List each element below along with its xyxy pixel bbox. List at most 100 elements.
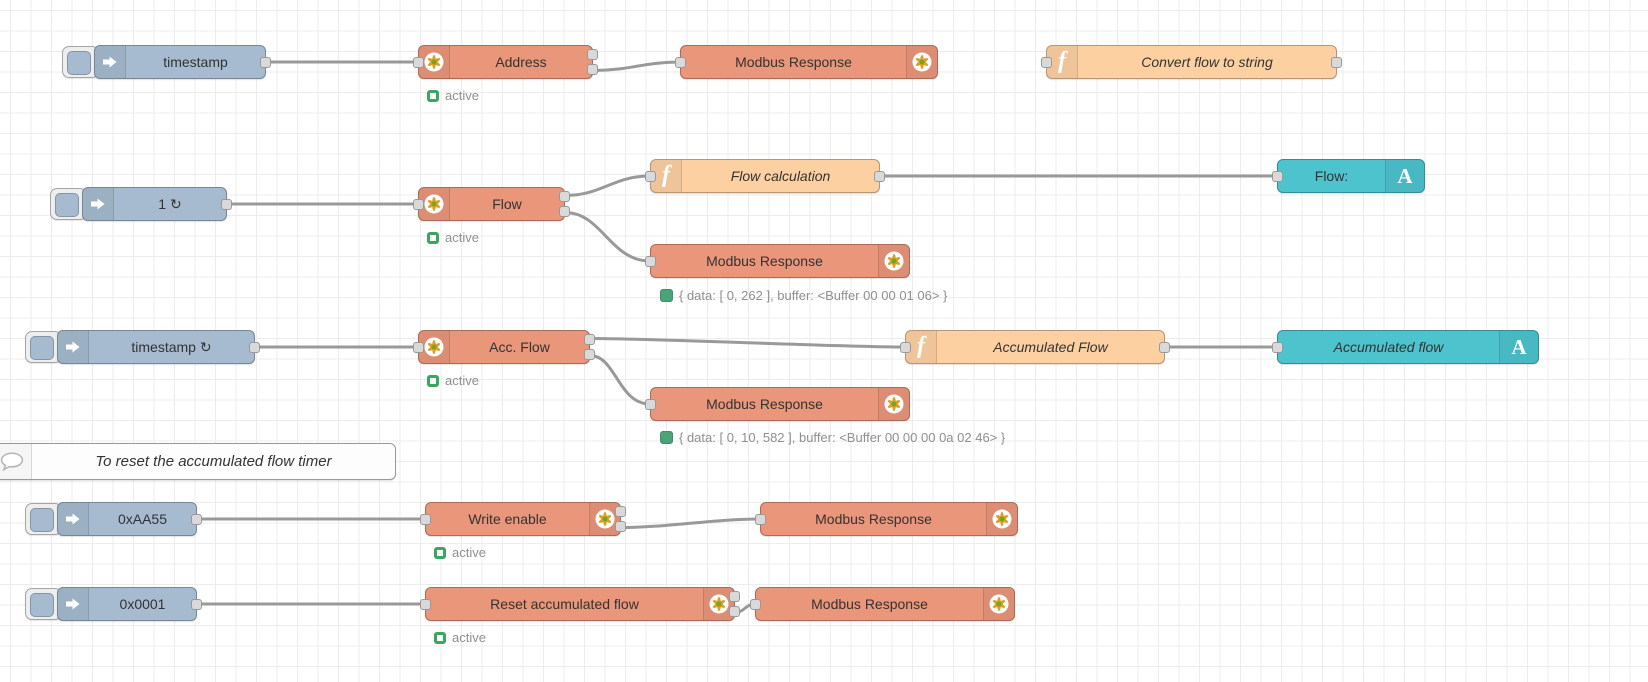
status-dot-icon xyxy=(660,431,673,444)
node-text-accumulated-flow[interactable]: Accumulated flow A xyxy=(1272,330,1539,364)
status-text: active xyxy=(452,545,486,560)
modbus-flower-icon xyxy=(419,188,450,220)
node-label: Modbus Response xyxy=(815,511,932,527)
output-port[interactable] xyxy=(874,170,885,182)
modbus-flower-icon xyxy=(419,46,450,78)
input-port[interactable] xyxy=(1272,341,1283,353)
input-port[interactable] xyxy=(645,398,656,410)
node-modbus-acc-flow[interactable]: Acc. Flow xyxy=(413,330,595,364)
input-port[interactable] xyxy=(413,198,424,210)
node-modbus-response-1[interactable]: Modbus Response xyxy=(675,45,938,79)
wire[interactable] xyxy=(588,337,907,349)
node-function-convert-flow-to-string[interactable]: f Convert flow to string xyxy=(1041,45,1342,79)
node-modbus-response-4[interactable]: Modbus Response xyxy=(755,502,1018,536)
output-port[interactable] xyxy=(559,191,570,202)
wire[interactable] xyxy=(563,174,652,197)
inject-button-pad xyxy=(30,593,54,617)
output-port[interactable] xyxy=(249,341,260,353)
node-status: active xyxy=(434,545,486,560)
input-port[interactable] xyxy=(645,170,656,182)
output-port[interactable] xyxy=(1331,56,1342,68)
input-port[interactable] xyxy=(413,341,424,353)
input-port[interactable] xyxy=(420,598,431,610)
node-inject-0xaa55[interactable]: 0xAA55 xyxy=(57,502,202,536)
node-inject-1-repeat[interactable]: 1 ↻ xyxy=(82,187,232,221)
node-label: Accumulated flow xyxy=(1333,339,1444,355)
inject-arrow-icon xyxy=(58,331,89,363)
node-inject-timestamp-repeat[interactable]: timestamp ↻ xyxy=(57,330,260,364)
function-icon: f xyxy=(1047,46,1078,78)
output-port[interactable] xyxy=(559,206,570,217)
output-port[interactable] xyxy=(729,606,740,617)
modbus-flower-icon xyxy=(419,331,450,363)
inject-button-pad xyxy=(30,336,54,360)
node-label: Modbus Response xyxy=(735,54,852,70)
inject-button[interactable] xyxy=(25,588,62,620)
input-port[interactable] xyxy=(1272,170,1283,182)
input-port[interactable] xyxy=(645,255,656,267)
inject-button[interactable] xyxy=(25,331,62,363)
text-icon: A xyxy=(1385,160,1424,192)
wire[interactable] xyxy=(591,60,682,72)
output-port[interactable] xyxy=(615,521,626,532)
node-label: Accumulated Flow xyxy=(993,339,1108,355)
inject-button[interactable] xyxy=(50,188,87,220)
output-port[interactable] xyxy=(729,591,740,602)
inject-arrow-icon xyxy=(58,588,89,620)
node-inject-timestamp[interactable]: timestamp xyxy=(94,45,271,79)
output-port[interactable] xyxy=(260,56,271,68)
node-modbus-response-3[interactable]: Modbus Response xyxy=(645,387,910,421)
modbus-flower-icon xyxy=(983,588,1014,620)
function-icon: f xyxy=(651,160,682,192)
node-status: active xyxy=(427,373,479,388)
input-port[interactable] xyxy=(675,56,686,68)
wire[interactable] xyxy=(588,354,652,406)
node-label: To reset the accumulated flow timer xyxy=(95,453,332,470)
output-port[interactable] xyxy=(587,64,598,75)
modbus-flower-icon xyxy=(589,503,620,535)
inject-button-pad xyxy=(30,508,54,532)
inject-button[interactable] xyxy=(25,503,62,535)
node-modbus-flow[interactable]: Flow xyxy=(413,187,570,221)
output-port[interactable] xyxy=(191,598,202,610)
node-modbus-address[interactable]: Address xyxy=(413,45,598,79)
node-label: Address xyxy=(495,54,547,70)
output-port[interactable] xyxy=(1159,341,1170,353)
node-text-flow[interactable]: Flow: A xyxy=(1272,159,1425,193)
output-port[interactable] xyxy=(587,49,598,60)
node-modbus-response-2[interactable]: Modbus Response xyxy=(645,244,910,278)
output-port[interactable] xyxy=(221,198,232,210)
status-text: active xyxy=(445,88,479,103)
input-port[interactable] xyxy=(413,56,424,68)
input-port[interactable] xyxy=(1041,56,1052,68)
node-modbus-reset-accumulated-flow[interactable]: Reset accumulated flow xyxy=(420,587,740,621)
node-inject-0x0001[interactable]: 0x0001 xyxy=(57,587,202,621)
inject-arrow-icon xyxy=(83,188,114,220)
node-comment-reset-timer[interactable]: To reset the accumulated flow timer xyxy=(0,443,396,480)
input-port[interactable] xyxy=(900,341,911,353)
node-function-accumulated-flow[interactable]: f Accumulated Flow xyxy=(900,330,1170,364)
node-label: Modbus Response xyxy=(706,253,823,269)
output-port[interactable] xyxy=(584,334,595,345)
input-port[interactable] xyxy=(750,598,761,610)
input-port[interactable] xyxy=(420,513,431,525)
node-label: 0x0001 xyxy=(119,596,166,612)
wire[interactable] xyxy=(619,517,762,529)
node-label: Flow calculation xyxy=(730,168,831,184)
modbus-flower-icon xyxy=(703,588,734,620)
status-ring-icon xyxy=(427,374,439,387)
node-label: Convert flow to string xyxy=(1141,54,1273,70)
status-text: active xyxy=(452,630,486,645)
status-text: { data: [ 0, 10, 582 ], buffer: <Buffer … xyxy=(679,430,1006,445)
node-label: Write enable xyxy=(468,511,547,527)
input-port[interactable] xyxy=(755,513,766,525)
status-ring-icon xyxy=(427,89,439,102)
modbus-flower-icon xyxy=(906,46,937,78)
wire[interactable] xyxy=(563,211,652,263)
output-port[interactable] xyxy=(584,349,595,360)
node-modbus-response-5[interactable]: Modbus Response xyxy=(750,587,1015,621)
output-port[interactable] xyxy=(191,513,202,525)
node-modbus-write-enable[interactable]: Write enable xyxy=(420,502,626,536)
output-port[interactable] xyxy=(615,506,626,517)
node-function-flow-calculation[interactable]: f Flow calculation xyxy=(645,159,885,193)
